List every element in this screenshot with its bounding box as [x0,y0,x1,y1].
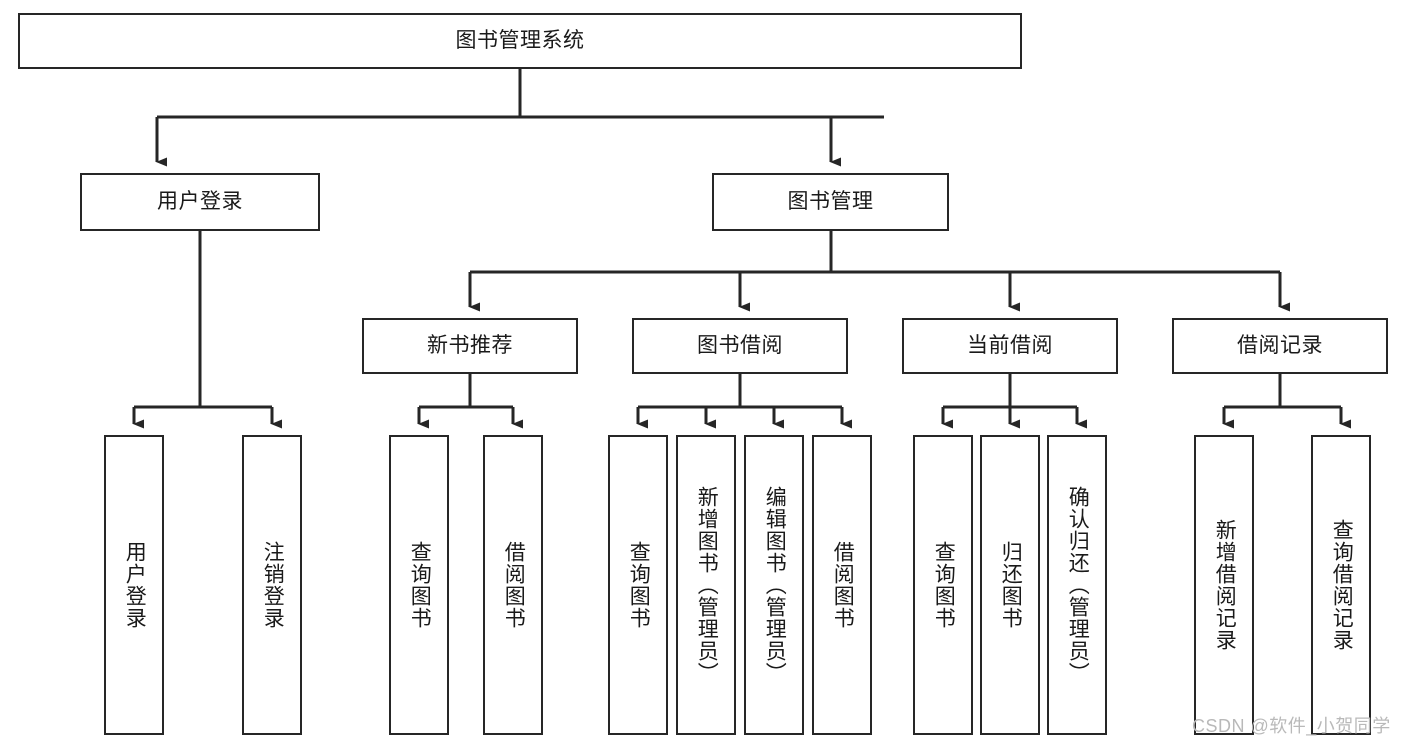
node-label: 新增借阅记录 [1213,519,1237,651]
leaf-edit-book-admin[interactable]: 编辑图书（管理员） [744,435,804,735]
leaf-confirm-return-admin[interactable]: 确认归还（管理员） [1047,435,1107,735]
node-label: 查询借阅记录 [1330,519,1354,651]
node-label: 注销登录 [261,541,285,629]
node-root[interactable]: 图书管理系统 [18,13,1022,69]
node-label: 查询图书 [627,541,651,629]
node-label: 图书管理 [787,190,874,214]
node-label: 查询图书 [932,541,956,629]
leaf-query-borrow-record[interactable]: 查询借阅记录 [1311,435,1371,735]
leaf-borrow-book[interactable]: 借阅图书 [812,435,872,735]
leaf-query-book-rec[interactable]: 查询图书 [389,435,449,735]
node-label: 用户登录 [123,541,147,629]
node-user-login[interactable]: 用户登录 [80,173,320,231]
node-label: 借阅图书 [502,541,526,629]
node-label: 借阅记录 [1237,334,1323,358]
leaf-query-book[interactable]: 查询图书 [608,435,668,735]
node-new-book-recommend[interactable]: 新书推荐 [362,318,578,374]
node-label: 新增图书（管理员） [695,486,719,684]
leaf-user-login[interactable]: 用户登录 [104,435,164,735]
node-current-borrow[interactable]: 当前借阅 [902,318,1118,374]
node-label: 图书借阅 [697,334,783,358]
watermark: CSDN @软件_小贺同学 [1192,716,1391,736]
node-label: 确认归还（管理员） [1066,486,1090,684]
node-book-manage[interactable]: 图书管理 [712,173,949,231]
node-label: 用户登录 [157,190,243,214]
leaf-add-borrow-record[interactable]: 新增借阅记录 [1194,435,1254,735]
leaf-add-book-admin[interactable]: 新增图书（管理员） [676,435,736,735]
node-label: 借阅图书 [831,541,855,629]
node-label: 图书管理系统 [455,29,585,53]
node-borrow-record[interactable]: 借阅记录 [1172,318,1388,374]
leaf-borrow-book-rec[interactable]: 借阅图书 [483,435,543,735]
leaf-logout[interactable]: 注销登录 [242,435,302,735]
leaf-return-book[interactable]: 归还图书 [980,435,1040,735]
node-label: 归还图书 [999,541,1023,629]
node-label: 编辑图书（管理员） [763,486,787,684]
node-label: 当前借阅 [967,334,1053,358]
leaf-query-book-current[interactable]: 查询图书 [913,435,973,735]
node-label: 新书推荐 [427,334,513,358]
node-book-borrow[interactable]: 图书借阅 [632,318,848,374]
node-label: 查询图书 [408,541,432,629]
